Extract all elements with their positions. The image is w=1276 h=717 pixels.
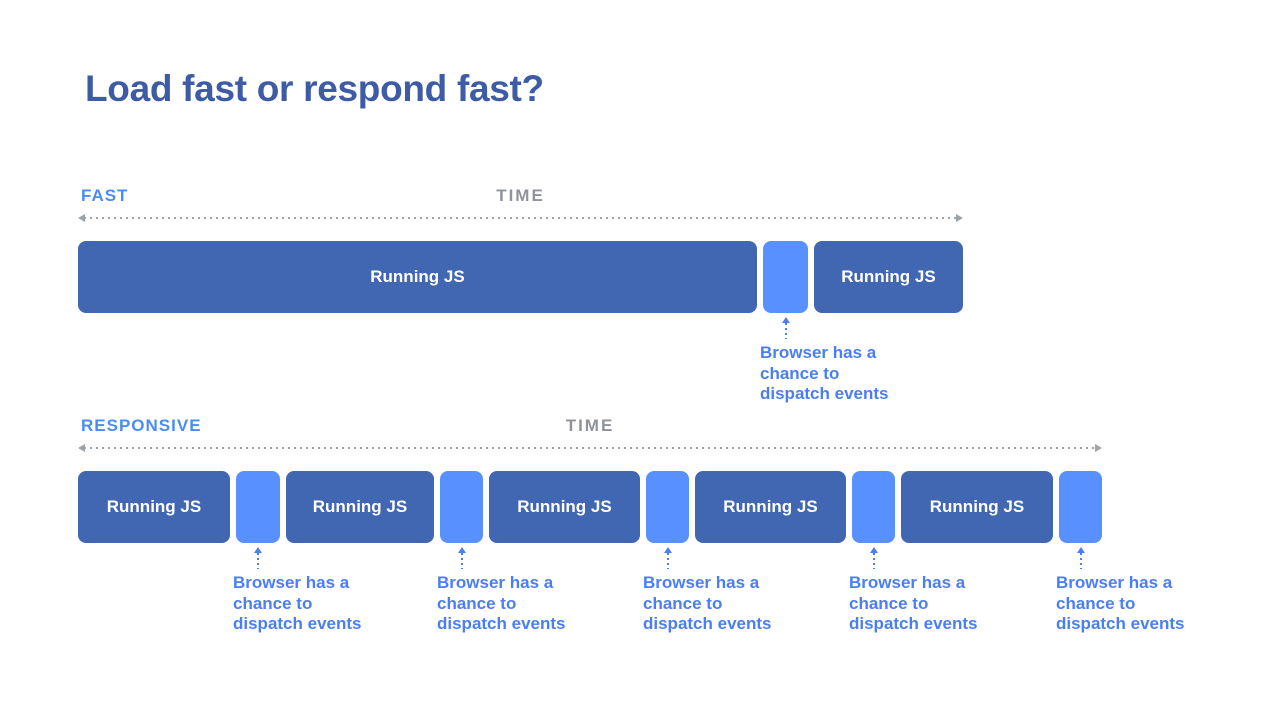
running-js-bar: Running JS — [814, 241, 963, 313]
dotted-arrow-up-icon — [781, 317, 790, 339]
time-axis-line — [78, 214, 963, 222]
time-axis-label: TIME — [565, 416, 615, 435]
timeline-label-responsive: RESPONSIVE — [81, 416, 202, 435]
running-js-bar: Running JS — [489, 471, 640, 543]
running-js-label: Running JS — [370, 267, 465, 286]
time-axis-line — [78, 444, 1102, 452]
running-js-bar: Running JS — [78, 241, 757, 313]
arrow-right-icon — [956, 214, 963, 222]
running-js-label: Running JS — [723, 497, 818, 516]
timeline-label-fast: FAST — [81, 186, 129, 205]
running-js-bar: Running JS — [78, 471, 230, 543]
running-js-label: Running JS — [517, 497, 612, 516]
page-title: Load fast or respond fast? — [85, 68, 544, 109]
arrow-left-icon — [78, 444, 85, 452]
dotted-arrow-up-icon — [1076, 547, 1085, 569]
running-js-bar: Running JS — [286, 471, 434, 543]
dotted-arrow-up-icon — [457, 547, 466, 569]
timeline-responsive-header: RESPONSIVE TIME — [78, 416, 1102, 435]
arrow-right-icon — [1095, 444, 1102, 452]
running-js-bar: Running JS — [695, 471, 846, 543]
running-js-label: Running JS — [106, 497, 202, 516]
time-axis-label: TIME — [496, 186, 545, 205]
dotted-arrow-up-icon — [254, 547, 262, 569]
timeline-fast-header: FAST TIME — [78, 186, 963, 205]
running-js-label: Running JS — [312, 497, 408, 516]
running-js-bar: Running JS — [901, 471, 1053, 543]
dotted-arrow-up-icon — [869, 547, 878, 569]
running-js-label: Running JS — [841, 267, 936, 286]
running-js-label: Running JS — [929, 497, 1025, 516]
dotted-arrow-up-icon — [663, 547, 672, 569]
arrow-left-icon — [78, 214, 85, 222]
